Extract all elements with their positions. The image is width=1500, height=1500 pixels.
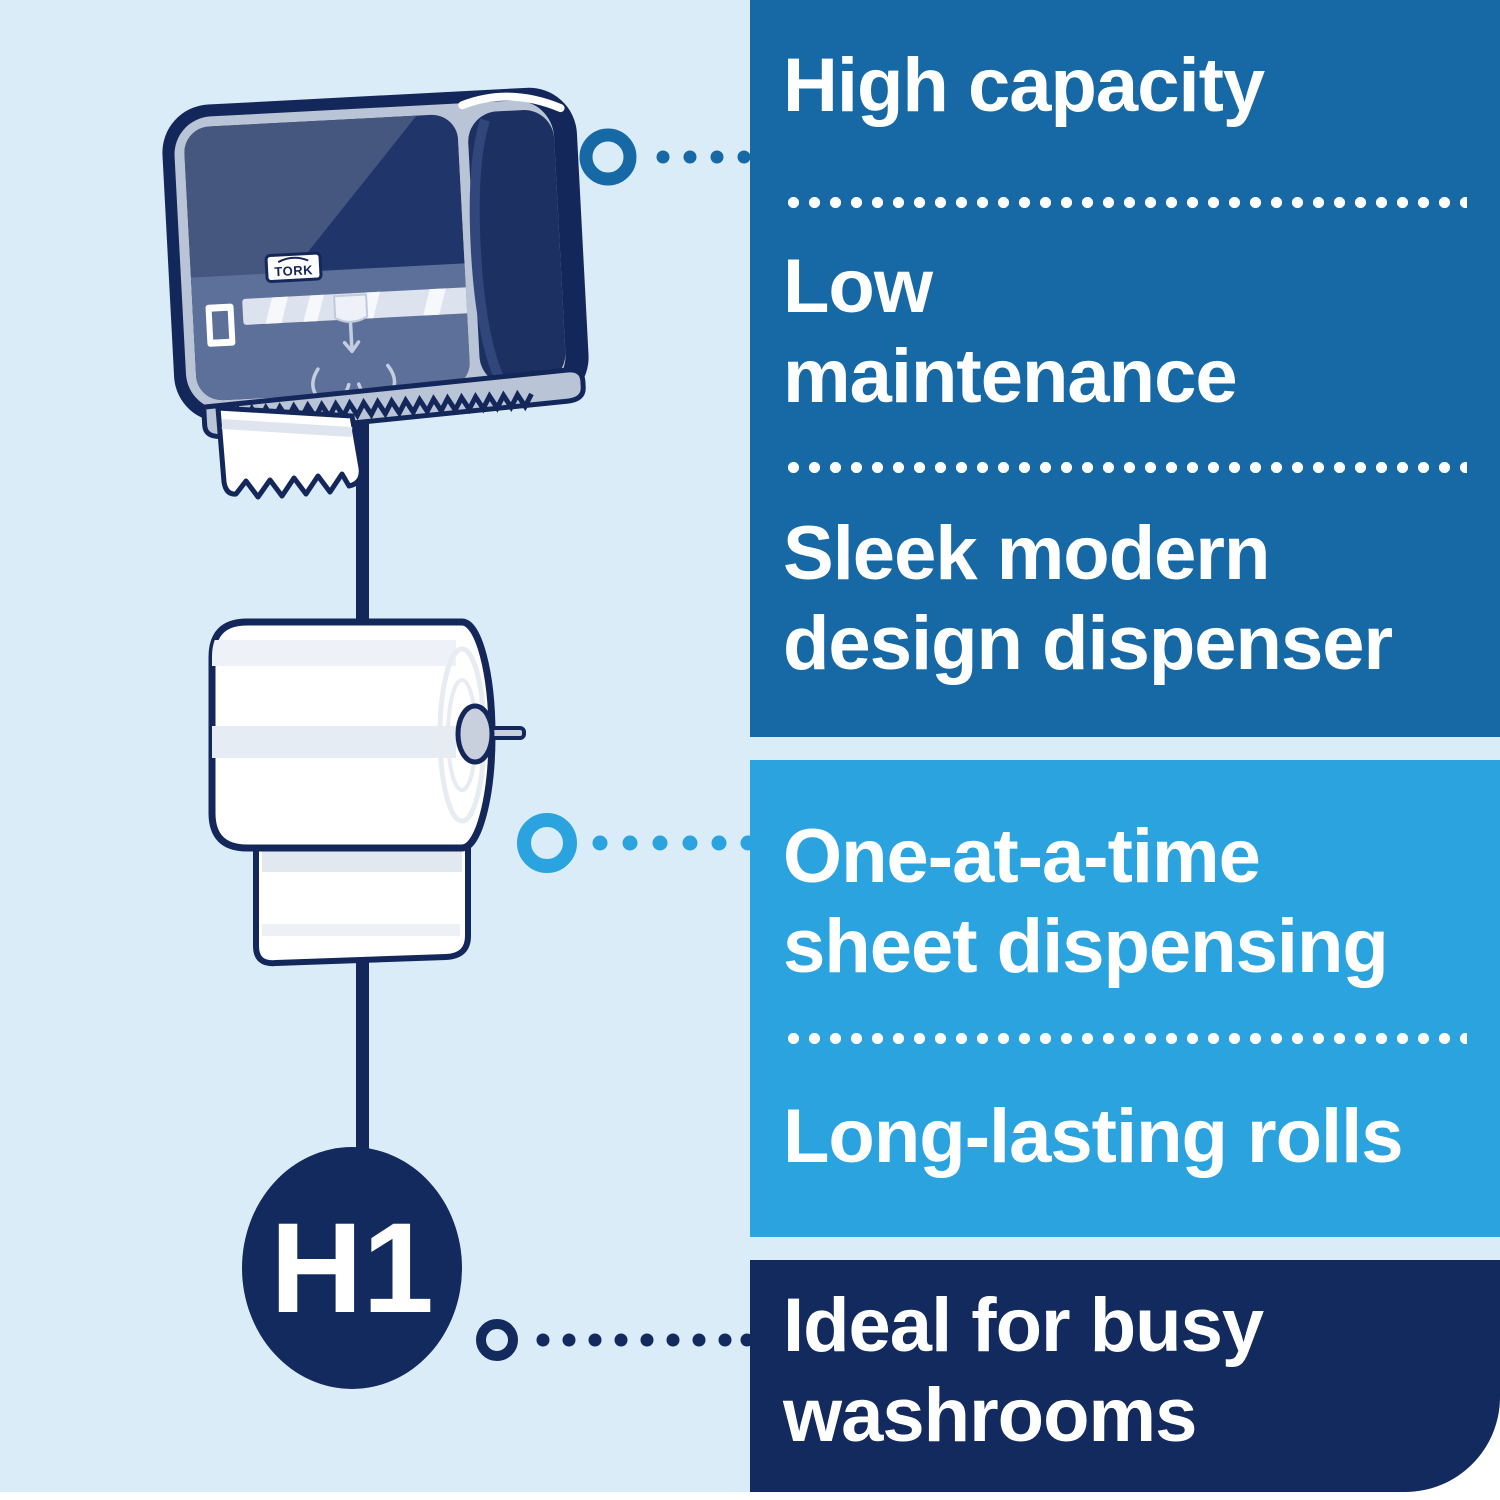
svg-text:TORK: TORK	[274, 262, 313, 279]
dotted-divider	[783, 462, 1467, 473]
hand-towel-dispenser-illustration: TORK	[162, 87, 589, 439]
feature-sleek-design: Sleek modern design dispenser	[783, 511, 1393, 686]
roll-core	[455, 703, 495, 765]
towel-system-illustration: TORK	[162, 87, 756, 1389]
connector-top	[579, 128, 751, 186]
panel-bottom-benefits: Ideal for busy washrooms	[750, 1260, 1500, 1492]
feature-ideal-for-busy-washrooms: Ideal for busy washrooms	[783, 1283, 1264, 1458]
dotted-divider	[783, 1033, 1467, 1044]
dotted-divider	[783, 197, 1467, 208]
connector-ring-middle	[517, 813, 577, 873]
feature-low-maintenance: Low maintenance	[783, 244, 1238, 419]
tork-logo-badge: TORK	[264, 251, 323, 283]
connector-middle	[517, 813, 756, 873]
feature-high-capacity: High capacity	[783, 43, 1265, 128]
feature-one-at-a-time: One-at-a-time sheet dispensing	[783, 814, 1389, 989]
h1-system-badge: H1	[242, 1147, 462, 1389]
feature-long-lasting-rolls: Long-lasting rolls	[783, 1094, 1404, 1179]
dispensed-towel-sheet	[215, 405, 364, 500]
connector-ring-top	[579, 128, 637, 186]
connector-bottom	[476, 1319, 754, 1361]
connector-ring-bottom	[476, 1319, 518, 1361]
paper-roll-illustration	[208, 618, 526, 967]
panel-middle-benefits: One-at-a-time sheet dispensing Long-last…	[750, 760, 1500, 1237]
panel-top-benefits: High capacity Low maintenance Sleek mode…	[750, 0, 1500, 737]
svg-text:H1: H1	[270, 1197, 434, 1340]
